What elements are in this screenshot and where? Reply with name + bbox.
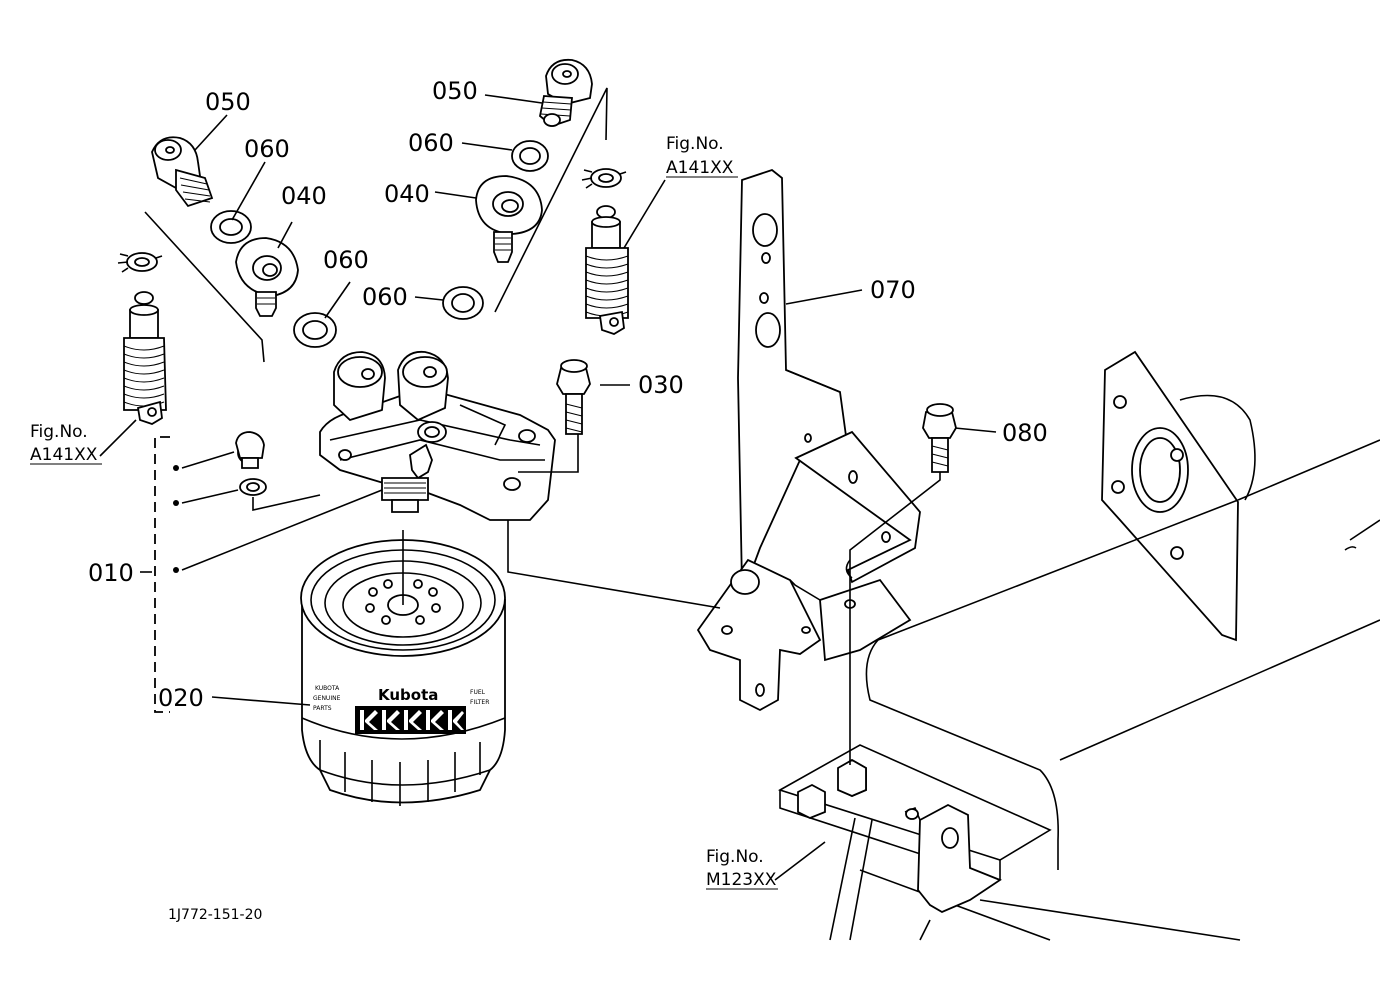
banjo-bolt-050-right[interactable] <box>539 58 593 128</box>
fig-ref-bottom-title: Fig.No. <box>706 847 764 867</box>
fig-ref-bottom-number[interactable]: M123XX <box>706 870 777 890</box>
filter-side-text-4: FUEL <box>470 689 486 696</box>
filter-side-text-1: KUBOTA <box>315 685 340 692</box>
filter-cartridge-020[interactable]: Kubota KUBOTA GENUINE PARTS FUEL FILTER <box>300 539 506 806</box>
label-070[interactable]: 070 <box>870 276 916 304</box>
filter-head-010[interactable] <box>235 350 556 521</box>
filter-mark-logo <box>355 706 466 734</box>
drawing-code: 1J772-151-20 <box>168 907 262 923</box>
banjo-040-right[interactable] <box>475 175 543 263</box>
fig-ref-top-number[interactable]: A141XX <box>666 158 734 178</box>
label-080[interactable]: 080 <box>1002 419 1048 447</box>
filter-brand-text: Kubota <box>378 686 438 704</box>
washer-060-a[interactable] <box>210 210 252 244</box>
fig-ref-top-title: Fig.No. <box>666 134 724 154</box>
filter-side-text-2: GENUINE <box>313 695 341 702</box>
label-060-b[interactable]: 060 <box>323 246 369 274</box>
mounting-plate[interactable] <box>696 430 921 712</box>
hose-clamp-left <box>117 252 167 425</box>
frame-body <box>778 439 1380 941</box>
callout-bracket-010 <box>154 436 179 713</box>
label-040-right[interactable]: 040 <box>384 180 430 208</box>
bolt-030[interactable] <box>556 359 591 435</box>
banjo-040-left[interactable] <box>235 237 299 317</box>
label-060-c[interactable]: 060 <box>408 129 454 157</box>
fig-ref-left-title: Fig.No. <box>30 422 88 442</box>
bracket-070[interactable] <box>737 168 847 588</box>
bolt-080[interactable] <box>922 403 957 473</box>
banjo-bolt-050-left[interactable] <box>151 136 214 208</box>
label-060-a[interactable]: 060 <box>244 135 290 163</box>
label-060-d[interactable]: 060 <box>362 283 408 311</box>
label-040-left[interactable]: 040 <box>281 182 327 210</box>
filter-side-text-3: PARTS <box>313 705 332 712</box>
label-050-right[interactable]: 050 <box>432 77 478 105</box>
washer-060-b[interactable] <box>293 312 337 348</box>
washer-060-c[interactable] <box>511 140 549 172</box>
engine-flange <box>1101 350 1256 642</box>
label-010[interactable]: 010 <box>88 559 134 587</box>
washer-060-d[interactable] <box>442 286 484 320</box>
fig-ref-left-number[interactable]: A141XX <box>30 445 98 465</box>
label-020[interactable]: 020 <box>158 684 204 712</box>
hose-clamp-top <box>581 168 629 335</box>
label-050-left[interactable]: 050 <box>205 88 251 116</box>
leader-lines <box>99 87 997 881</box>
label-030[interactable]: 030 <box>638 371 684 399</box>
filter-side-text-5: FILTER <box>470 699 489 706</box>
nut[interactable] <box>837 758 867 797</box>
